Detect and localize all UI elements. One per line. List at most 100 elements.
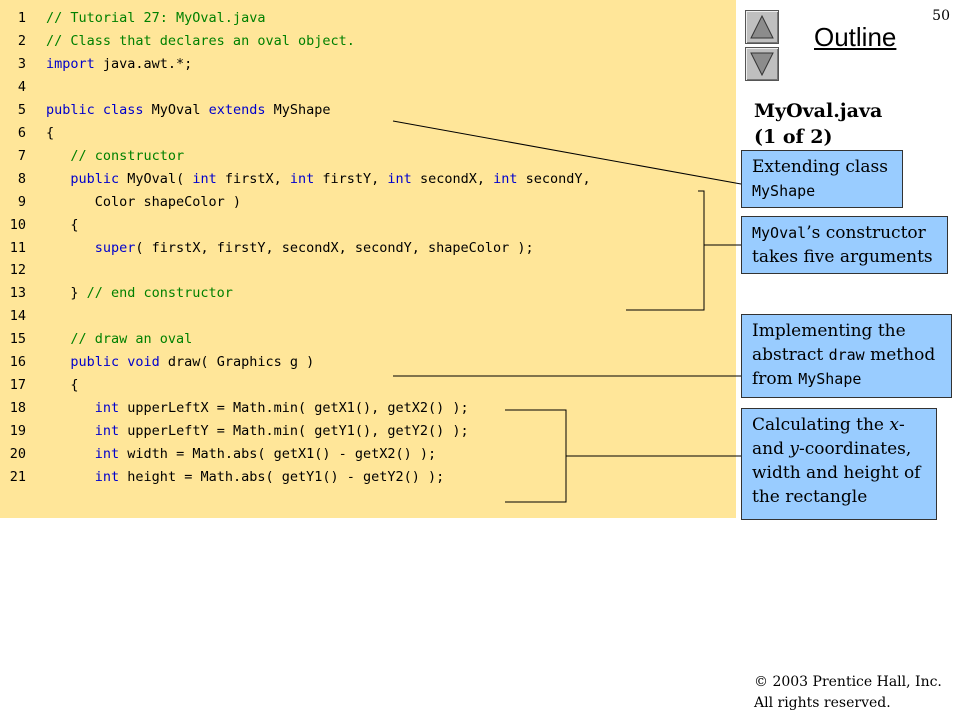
line-number: 12 xyxy=(9,262,26,279)
code-line: 3 import java.awt.*; xyxy=(0,53,736,75)
code-keyword: int xyxy=(289,170,315,187)
code-token: MyShape xyxy=(265,101,331,118)
code-comment: // Class that declares an oval object. xyxy=(46,32,355,49)
callout-calculating: Calculating the x- and y-coordinates, wi… xyxy=(741,408,937,520)
callout-text: Extending class xyxy=(752,157,888,177)
callout-italic: x xyxy=(889,415,899,435)
code-text: int width = Math.abs( getX1() - getX2() … xyxy=(46,443,436,465)
code-text: // draw an oval xyxy=(46,328,192,350)
file-name: MyOval.java xyxy=(754,100,883,122)
copyright-line: © 2003 Prentice Hall, Inc. xyxy=(754,674,942,690)
callout-text: -coordinates, width and height of the re… xyxy=(752,439,921,507)
code-token: MyOval xyxy=(143,101,209,118)
code-token: height = Math.abs( getY1() - getY2() ); xyxy=(119,469,445,485)
line-number: 3 xyxy=(17,55,26,72)
line-number: 11 xyxy=(9,239,26,256)
code-comment: // end constructor xyxy=(86,285,233,302)
code-line: 13 } // end constructor xyxy=(0,282,736,304)
code-keyword: int xyxy=(94,469,120,485)
code-text: Color shapeColor ) xyxy=(46,191,241,213)
code-keyword: public void xyxy=(70,354,160,371)
code-text: { xyxy=(46,374,79,396)
code-text: import java.awt.*; xyxy=(46,53,192,75)
line-number: 21 xyxy=(9,469,26,485)
callout-text: Implementing the abstract xyxy=(752,321,906,365)
code-line: 12 xyxy=(0,259,736,281)
code-token: ( firstX, firstY, secondX, secondY, shap… xyxy=(135,239,534,256)
code-keyword: public class xyxy=(46,101,144,118)
callout-extending-class: Extending class MyShape xyxy=(741,150,903,208)
line-number: 10 xyxy=(9,216,26,233)
triangle-down-icon xyxy=(750,52,774,77)
callout-italic: y xyxy=(789,439,799,459)
code-line: 14 xyxy=(0,305,736,327)
code-keyword: super xyxy=(94,239,136,256)
code-token: MyOval( xyxy=(119,170,193,187)
code-keyword: extends xyxy=(208,101,266,118)
line-number: 18 xyxy=(9,400,26,417)
page-number: 50 xyxy=(932,8,950,24)
line-number: 14 xyxy=(9,308,26,325)
code-token: firstY, xyxy=(314,170,388,187)
callout-code: MyShape xyxy=(752,182,816,200)
code-text: int height = Math.abs( getY1() - getY2()… xyxy=(46,466,445,488)
code-line: 7 // constructor xyxy=(0,145,736,167)
code-text: public void draw( Graphics g ) xyxy=(46,351,314,373)
line-number: 15 xyxy=(9,331,26,348)
line-number: 19 xyxy=(9,423,26,440)
code-line: 19 int upperLeftY = Math.min( getY1(), g… xyxy=(0,420,736,442)
code-keyword: int xyxy=(192,170,217,187)
line-number: 5 xyxy=(17,101,26,118)
code-token: { xyxy=(46,124,55,141)
code-line: 9 Color shapeColor ) xyxy=(0,191,736,213)
code-keyword: int xyxy=(94,423,120,440)
code-line: 4 xyxy=(0,76,736,98)
code-keyword: int xyxy=(387,170,412,187)
line-number: 1 xyxy=(17,10,26,26)
triangle-up-icon xyxy=(750,14,774,39)
next-slide-button[interactable] xyxy=(745,47,779,81)
code-line: 18 int upperLeftX = Math.min( getX1(), g… xyxy=(0,397,736,419)
copyright: © 2003 Prentice Hall, Inc. All rights re… xyxy=(754,672,942,714)
code-keyword: int xyxy=(493,170,518,187)
code-token: Color shapeColor ) xyxy=(46,193,242,210)
code-token: { xyxy=(46,377,79,394)
file-part: (1 of 2) xyxy=(754,126,833,148)
callout-text: Calculating the xyxy=(752,415,890,435)
code-text: // Class that declares an oval object. xyxy=(46,30,355,52)
file-title: MyOval.java (1 of 2) xyxy=(754,98,882,150)
code-line: 8 public MyOval( int firstX, int firstY,… xyxy=(0,168,736,190)
callout-code: MyOval xyxy=(752,224,807,242)
code-token: java.awt.*; xyxy=(94,55,193,72)
line-number: 4 xyxy=(17,78,26,95)
code-line: 16 public void draw( Graphics g ) xyxy=(0,351,736,373)
line-number: 16 xyxy=(9,354,26,371)
code-token: width = Math.abs( getX1() - getX2() ); xyxy=(119,446,437,463)
code-text: int upperLeftY = Math.min( getY1(), getY… xyxy=(46,420,469,442)
code-line: 15 // draw an oval xyxy=(0,328,736,350)
previous-slide-button[interactable] xyxy=(745,10,779,44)
callout-text: - and xyxy=(752,415,905,459)
code-text: public class MyOval extends MyShape xyxy=(46,99,331,121)
code-token: firstX, xyxy=(216,170,290,187)
line-number: 6 xyxy=(17,124,26,141)
connector-constructor-bracket xyxy=(626,190,705,311)
line-number: 8 xyxy=(17,170,26,187)
code-line: 20 int width = Math.abs( getX1() - getX2… xyxy=(0,443,736,465)
callout-draw-method: Implementing the abstract draw method fr… xyxy=(741,314,952,398)
copyright-line: All rights reserved. xyxy=(754,695,891,711)
outline-title[interactable]: Outline xyxy=(814,22,897,52)
code-line: 21 int height = Math.abs( getY1() - getY… xyxy=(0,466,736,488)
connector-calc-bracket xyxy=(505,409,567,503)
code-token: secondX, xyxy=(411,170,494,187)
code-token: upperLeftY = Math.min( getY1(), getY2() … xyxy=(119,423,469,440)
code-token: draw( Graphics g ) xyxy=(159,354,315,371)
code-text: public MyOval( int firstX, int firstY, i… xyxy=(46,168,590,190)
connector-extending xyxy=(392,120,742,185)
code-token: { xyxy=(46,216,79,233)
code-comment: // draw an oval xyxy=(46,331,193,348)
code-line: 11 super( firstX, firstY, secondX, secon… xyxy=(0,237,736,259)
line-number: 13 xyxy=(9,285,26,302)
